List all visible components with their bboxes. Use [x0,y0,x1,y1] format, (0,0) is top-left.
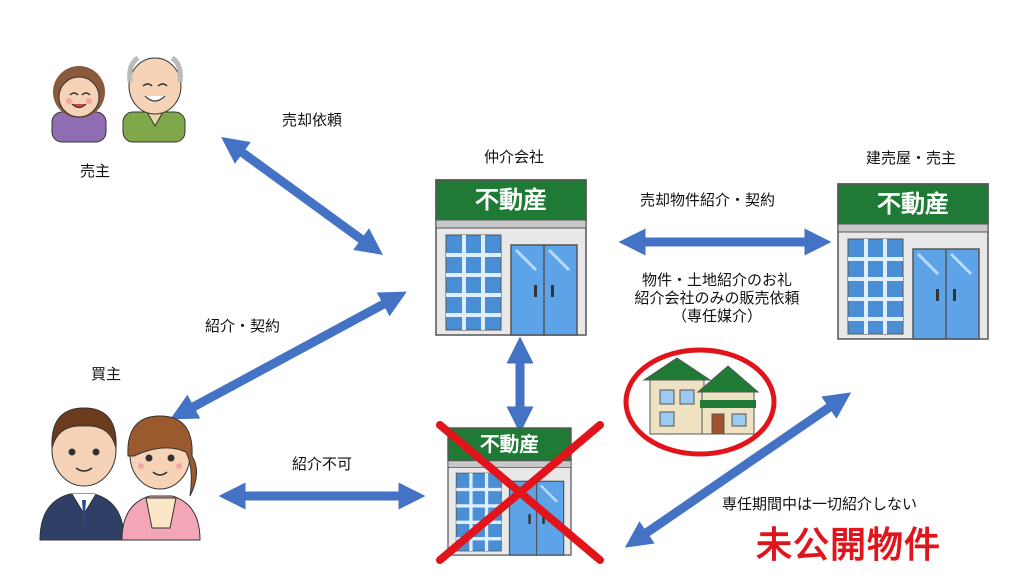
prohibited-cross-icon [436,421,604,564]
house-note-line2: 紹介会社のみの販売依頼 [634,289,800,307]
arrow-intro-contract [170,291,407,420]
buyer-illustration [39,407,201,541]
builder-label: 建売屋・売主 [866,149,957,167]
broker-store-sign: 不動産 [475,186,547,214]
listing-contract-label: 売却物件紹介・契約 [640,191,776,209]
intro-prohibited-label: 紹介不可 [292,455,353,473]
buyer-label: 買主 [91,365,122,383]
broker-label: 仲介会社 [484,148,545,166]
house-note-line3: （専任媒介） [671,307,762,325]
seller-label: 売主 [80,162,111,180]
other-store-sign: 不動産 [480,433,539,456]
intro-contract-label: 紹介・契約 [205,317,281,335]
other-broker-store-illustration: 不動産 [446,426,573,557]
builder-store-illustration: 不動産 [836,182,990,341]
broker-store-illustration: 不動産 [434,178,588,337]
house-note: 物件・土地紹介のお礼 紹介会社のみの販売依頼 （専任媒介） [608,271,826,325]
house-note-line1: 物件・土地紹介のお礼 [641,271,792,289]
exclusive-period-note: 専任期間中は一切紹介しない [722,495,918,513]
builder-store-sign: 不動産 [877,190,949,218]
arrow-sale-request [221,137,383,255]
house-icon [623,347,777,457]
sale-request-label: 売却依頼 [282,111,343,129]
arrow-builder-hidden [624,392,852,548]
seller-illustration [51,55,186,143]
unlisted-property-headline: 未公開物件 [756,525,942,566]
